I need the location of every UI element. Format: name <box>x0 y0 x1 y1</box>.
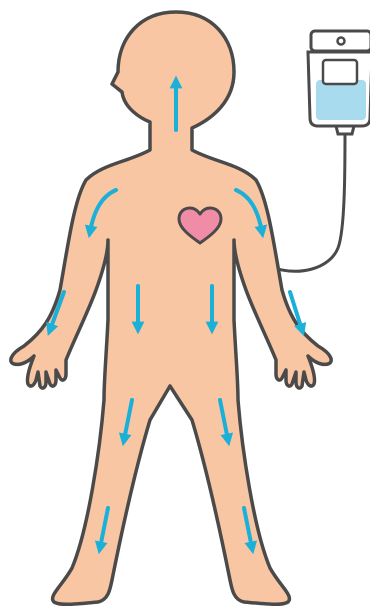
iv-bag-icon <box>308 31 370 134</box>
iv-tube <box>268 130 345 271</box>
